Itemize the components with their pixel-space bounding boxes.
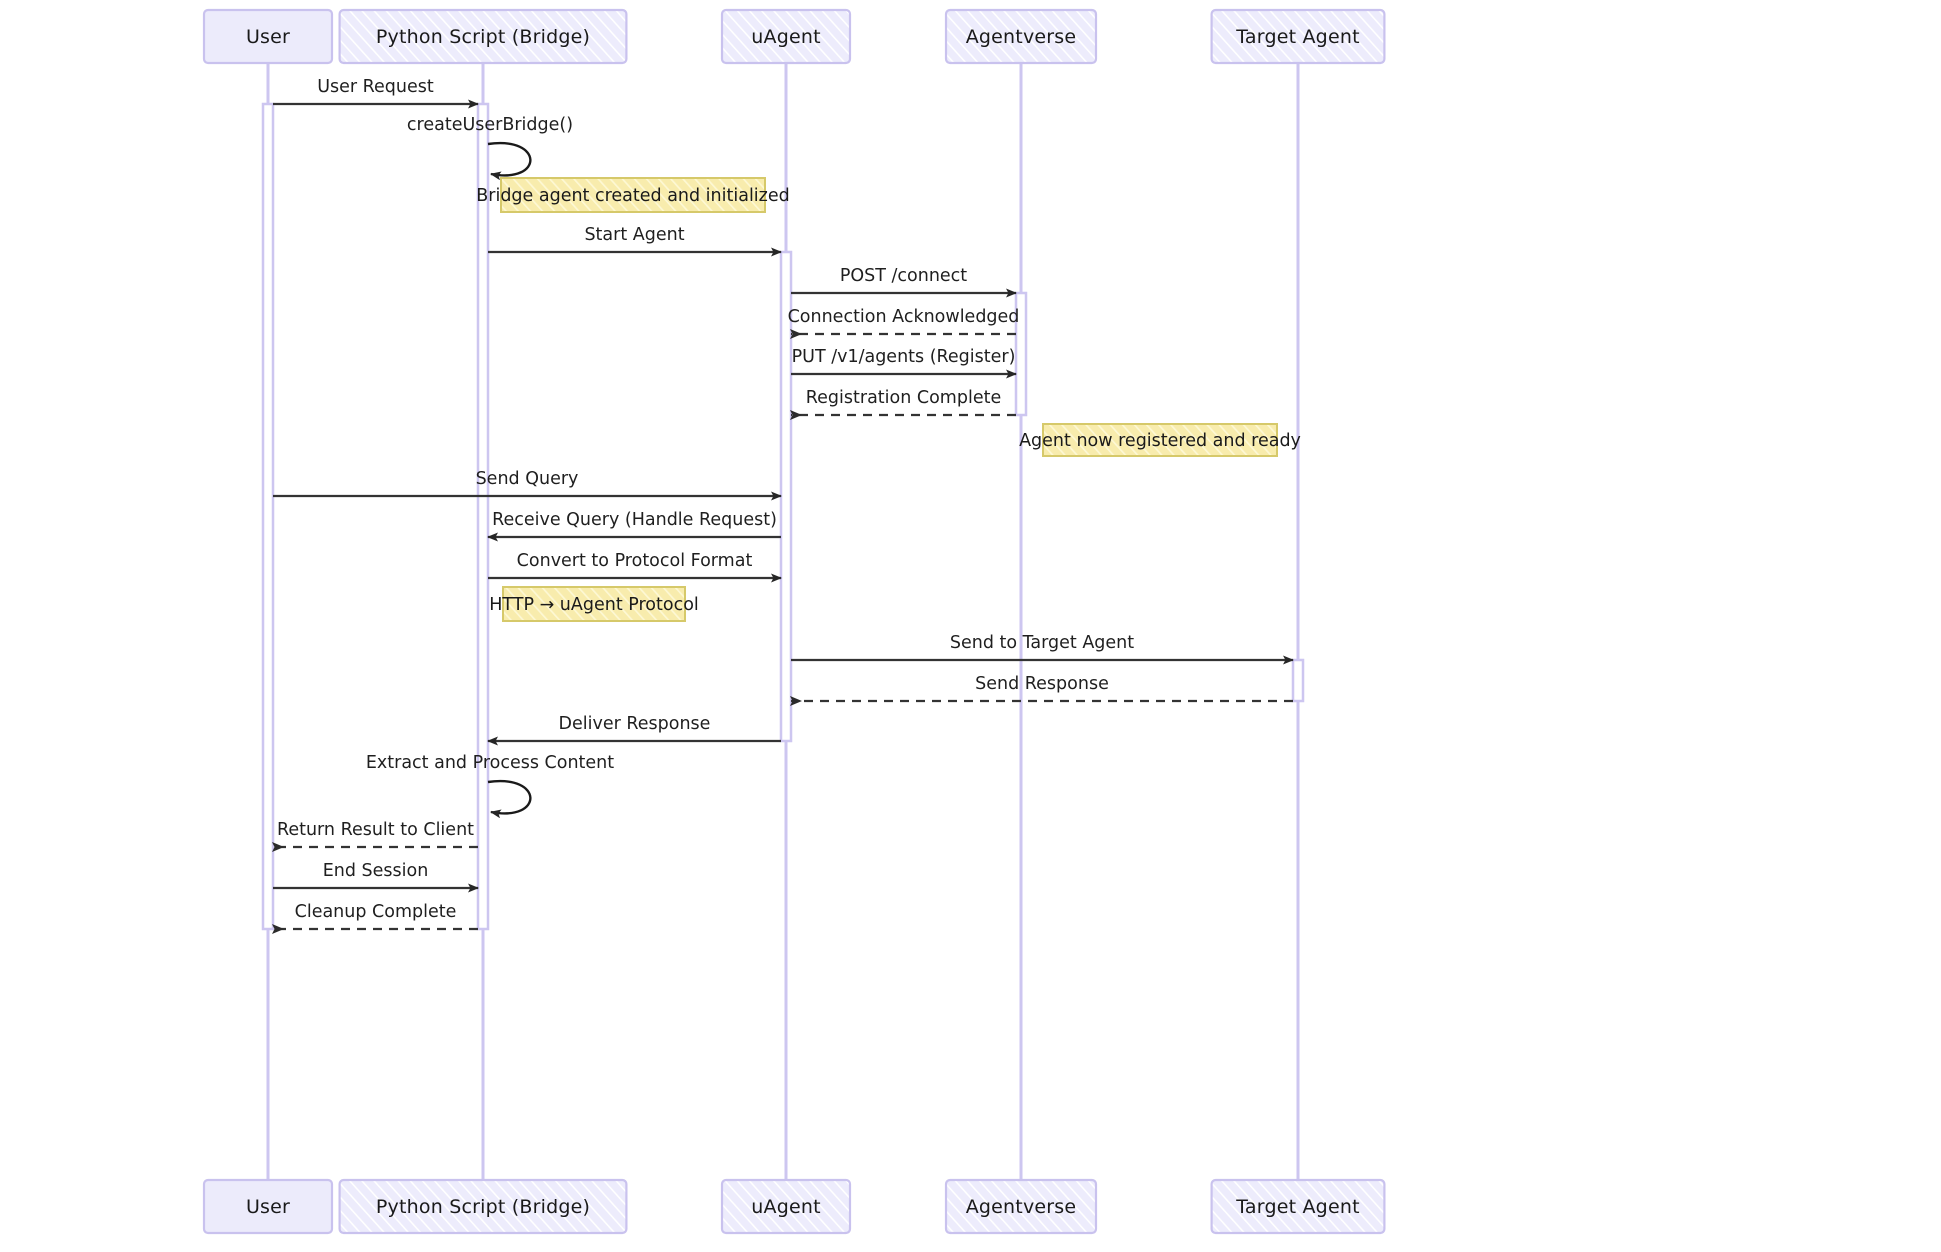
message-label: POST /connect (840, 266, 967, 286)
note-0: Bridge agent created and initialized (476, 177, 790, 213)
actor-label: Agentverse (966, 1196, 1077, 1218)
note-1: Agent now registered and ready (1019, 423, 1301, 457)
message-5: PUT /v1/agents (Register) (791, 347, 1017, 379)
message-1: createUserBridge() (407, 115, 573, 181)
message-label: PUT /v1/agents (Register) (792, 347, 1016, 367)
activation-bar-user (261, 102, 275, 931)
actor-box-bridge-bottom[interactable]: Python Script (Bridge) (338, 1178, 628, 1235)
actor-label: Python Script (Bridge) (376, 26, 590, 48)
actor-box-background (202, 1178, 334, 1235)
note-text: Agent now registered and ready (1019, 431, 1301, 451)
note-background (500, 177, 766, 213)
actor-box-uagent-bottom[interactable]: uAgent (720, 1178, 852, 1235)
message-label: Send Query (476, 469, 579, 489)
actor-box-uagent-top[interactable]: uAgent (720, 8, 852, 65)
actor-box-background (1210, 8, 1386, 65)
message-label: End Session (323, 861, 429, 881)
message-14: Return Result to Client (272, 820, 478, 852)
activation-bars-group (261, 102, 1305, 931)
message-label: createUserBridge() (407, 115, 573, 135)
note-2: HTTP → uAgent Protocol (489, 586, 699, 622)
actor-box-background (338, 1178, 628, 1235)
message-label: Convert to Protocol Format (517, 551, 753, 571)
actor-box-background (720, 8, 852, 65)
actor-box-background (944, 8, 1098, 65)
message-4: Connection Acknowledged (788, 307, 1020, 339)
message-label: Send to Target Agent (950, 633, 1134, 653)
actor-label: Target Agent (1235, 1196, 1359, 1218)
actor-box-target-bottom[interactable]: Target Agent (1210, 1178, 1386, 1235)
message-6: Registration Complete (790, 388, 1016, 420)
message-label: Start Agent (584, 225, 684, 245)
actor-label: uAgent (751, 1196, 820, 1218)
message-10: Send to Target Agent (791, 633, 1294, 665)
message-16: Cleanup Complete (272, 902, 478, 934)
message-15: End Session (273, 861, 479, 893)
note-background (502, 586, 686, 622)
message-label: Connection Acknowledged (788, 307, 1020, 327)
actor-box-target-top[interactable]: Target Agent (1210, 8, 1386, 65)
actor-box-background (338, 8, 628, 65)
message-7: Send Query (273, 469, 782, 501)
activation-bar-agentverse (1014, 291, 1028, 417)
note-text: HTTP → uAgent Protocol (489, 595, 699, 615)
note-background (1042, 423, 1278, 457)
activation-bar-target (1291, 658, 1305, 703)
actor-label: Target Agent (1235, 26, 1359, 48)
note-text: Bridge agent created and initialized (476, 186, 789, 206)
actor-box-background (944, 1178, 1098, 1235)
actor-box-user-top[interactable]: User (202, 8, 334, 65)
message-3: POST /connect (791, 266, 1017, 298)
message-label: Send Response (975, 674, 1109, 694)
message-2: Start Agent (488, 225, 782, 257)
message-8: Receive Query (Handle Request) (487, 510, 781, 542)
self-loop-path (487, 779, 532, 819)
actor-box-agentverse-bottom[interactable]: Agentverse (944, 1178, 1098, 1235)
actor-box-user-bottom[interactable]: User (202, 1178, 334, 1235)
message-13: Extract and Process Content (366, 753, 614, 819)
actor-label: Python Script (Bridge) (376, 1196, 590, 1218)
message-11: Send Response (790, 674, 1293, 706)
self-loop-path (487, 141, 532, 181)
actor-box-background (1210, 1178, 1386, 1235)
actor-box-bridge-top[interactable]: Python Script (Bridge) (338, 8, 628, 65)
actor-box-background (720, 1178, 852, 1235)
message-9: Convert to Protocol Format (488, 551, 782, 583)
activation-bar-bridge (476, 102, 490, 931)
message-label: Registration Complete (806, 388, 1001, 408)
message-label: Extract and Process Content (366, 753, 614, 773)
actor-box-background (202, 8, 334, 65)
notes-group: Bridge agent created and initializedAgen… (476, 177, 1301, 622)
actor-label: User (246, 1196, 290, 1218)
message-12: Deliver Response (487, 714, 781, 746)
message-label: Deliver Response (559, 714, 711, 734)
actor-boxes-bottom: User Python Script (Bridge) uAgent Agentver… (202, 1178, 1386, 1235)
messages-group: User Request createUserBridge() Start Agen… (272, 77, 1294, 934)
actor-label: User (246, 26, 290, 48)
message-label: Receive Query (Handle Request) (492, 510, 777, 530)
actor-label: Agentverse (966, 26, 1077, 48)
message-label: Cleanup Complete (295, 902, 457, 922)
message-label: User Request (317, 77, 434, 97)
message-label: Return Result to Client (277, 820, 474, 840)
actor-label: uAgent (751, 26, 820, 48)
message-0: User Request (273, 77, 479, 109)
actor-box-agentverse-top[interactable]: Agentverse (944, 8, 1098, 65)
actor-boxes-top: User Python Script (Bridge) uAgent Agentver… (202, 8, 1386, 65)
